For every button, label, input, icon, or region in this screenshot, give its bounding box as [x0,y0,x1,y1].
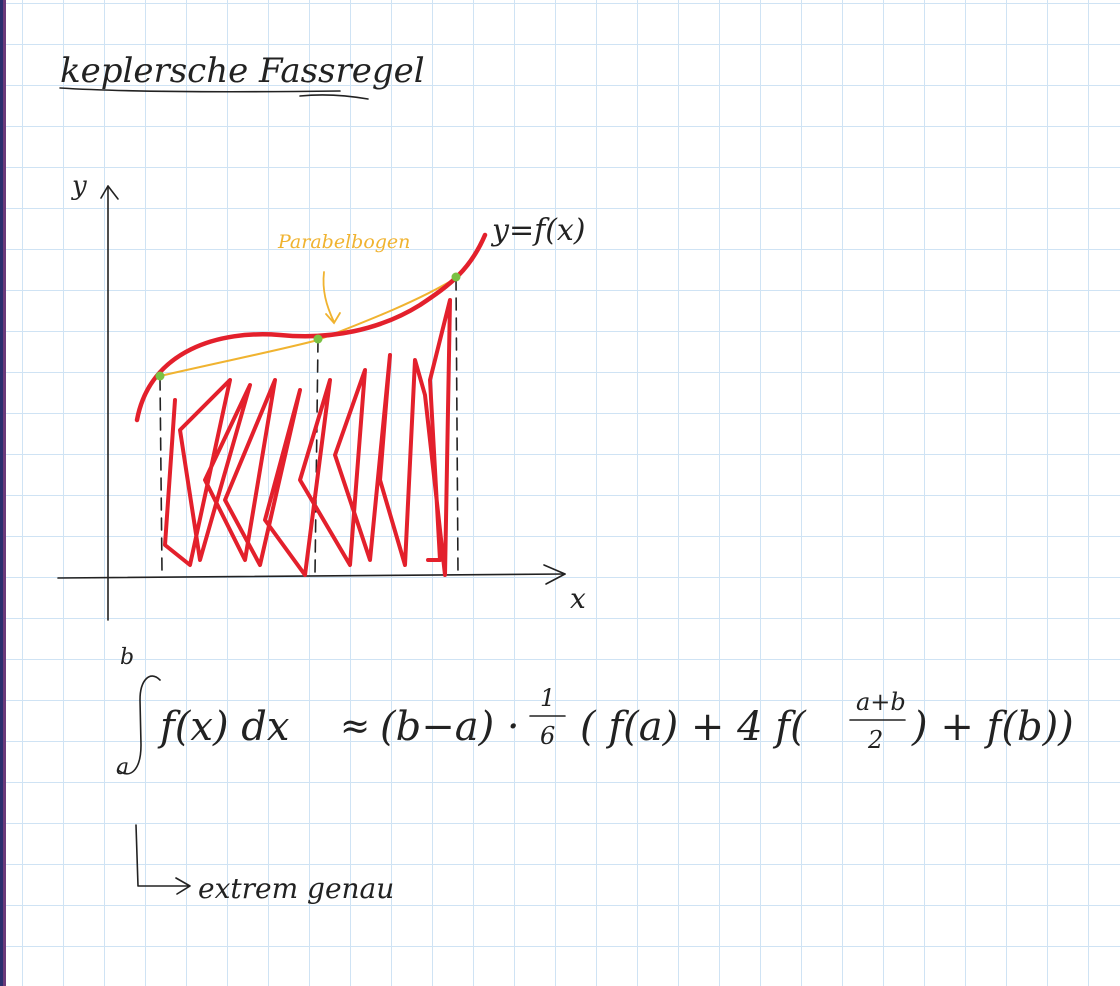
dashed-line-mid [314,339,319,575]
page-title: keplersche Fassregel [60,51,425,91]
page-margin-bar [0,0,6,986]
integral-upper-limit: b [120,645,134,670]
integral-sign [117,675,161,775]
x-axis-arrow [543,564,566,585]
midpoint-numerator: a+b [856,688,906,716]
rhs-part3: ) + f(b)) [911,704,1074,750]
x-axis-label: x [570,582,586,615]
title-underline [59,87,369,100]
point-a [155,371,165,381]
integral-lower-limit: a [116,755,129,780]
rhs-part2: ( f(a) + 4 f( [580,704,807,750]
parabola-arc [159,277,457,377]
integrand: f(x) dx [157,704,289,750]
parabola-label: Parabelbogen [277,231,410,253]
x-axis [57,573,566,579]
area-hatching [163,298,452,577]
point-mid [313,334,323,344]
parabola-arrow [322,271,341,325]
approx-sign: ≈ [340,706,370,747]
note-arrow [135,824,191,895]
note-text: extrem genau [198,872,394,905]
fraction-denominator: 6 [540,722,555,750]
y-axis-arrow [100,185,119,200]
dashed-line-a [159,377,163,573]
y-axis-label: y [71,171,87,201]
fraction-numerator: 1 [540,684,555,712]
midpoint-denominator: 2 [867,726,883,754]
formula: b a f(x) dx ≈ (b−a) · 1 6 ( f(a) + 4 f( … [116,645,1074,780]
rhs-part1: (b−a) · [380,704,520,750]
point-b [451,272,461,282]
dashed-line-b [455,277,459,575]
function-curve [134,232,488,423]
curve-label: y=f(x) [490,213,586,248]
